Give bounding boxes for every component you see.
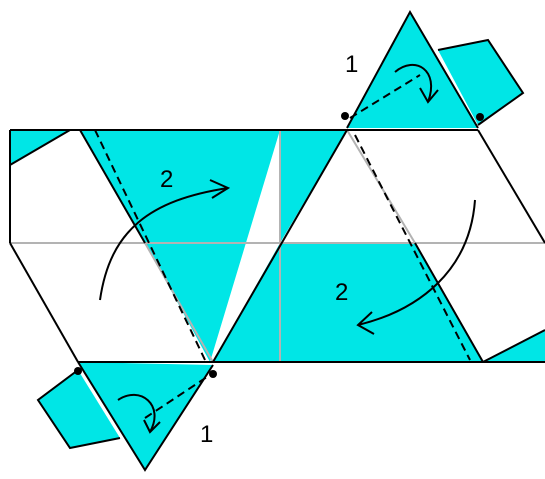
arrow-fold-1-top [394, 63, 433, 103]
region-upper-triangle-left [80, 130, 280, 362]
strip-left-slant [9, 242, 79, 363]
corner-dots [74, 112, 484, 378]
lower-tri-edge [414, 242, 484, 363]
top-flap-square-outline [437, 38, 525, 126]
arrow-fold-1-bottom-head [143, 419, 161, 434]
region-bottom-flap-triangle [78, 362, 213, 470]
bottom-flap-outline [77, 361, 214, 472]
outlines [9, 9, 545, 472]
label-fold-1-top: 1 [345, 51, 358, 78]
upper-tri-edge-b [212, 129, 348, 363]
sliver-edge-right [482, 329, 545, 363]
diagonal-fold-left [144, 242, 214, 363]
arrow-fold-2-upper-head [209, 179, 231, 199]
label-fold-2-upper: 2 [160, 166, 173, 193]
label-fold-2-lower: 2 [335, 279, 348, 306]
dashed-fold-left [94, 129, 206, 361]
arrows [99, 63, 476, 434]
region-top-flap-triangle [347, 12, 478, 128]
dot-top-right [476, 113, 484, 121]
dashed-fold-right [354, 134, 471, 361]
bottom-flap-square-outline [36, 369, 121, 450]
top-flap-outline [346, 9, 479, 129]
dot-top-left [341, 112, 349, 120]
filled-regions [10, 12, 545, 470]
sliver-edge-left [9, 129, 71, 166]
dot-bottom-right [209, 370, 217, 378]
arrow-fold-1-top-head [419, 87, 439, 104]
dashed-fold-top-flap [349, 74, 421, 119]
strip-right-slant [477, 129, 545, 244]
arrow-fold-2-lower [357, 199, 476, 326]
dashed-folds [94, 74, 471, 419]
arrow-fold-2-lower-head [356, 311, 375, 335]
label-fold-1-bottom: 1 [200, 421, 213, 448]
upper-tri-edge-a [79, 129, 146, 244]
arrow-fold-1-bottom [117, 393, 156, 433]
arrow-fold-2-upper [99, 187, 229, 301]
dot-bottom-left [74, 367, 82, 375]
region-bottom-flap-square [38, 370, 120, 448]
